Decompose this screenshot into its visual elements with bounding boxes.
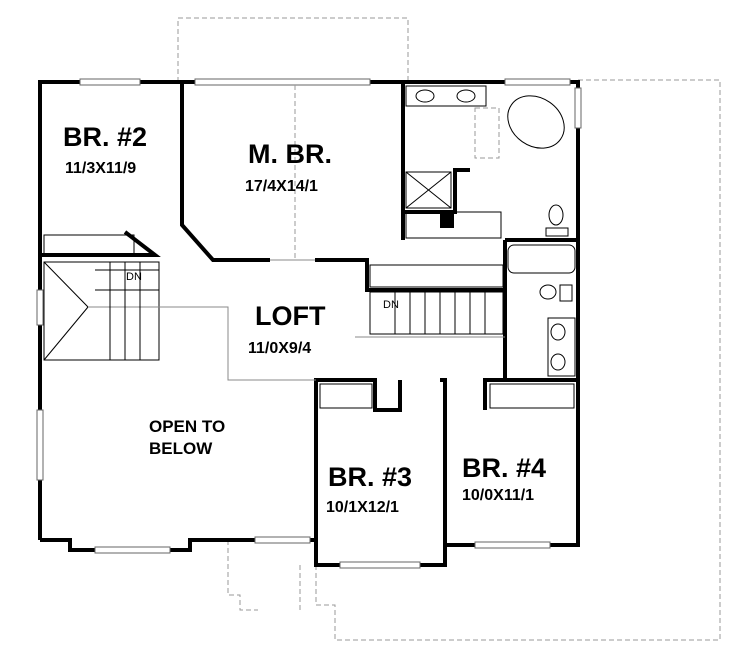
room-name-br2: BR. #2 — [63, 122, 147, 152]
room-name-br4: BR. #4 — [462, 453, 546, 483]
room-name-loft: LOFT — [255, 301, 326, 331]
interior-walls — [40, 82, 578, 565]
room-size-loft: 11/0X9/4 — [248, 340, 311, 357]
stair-left-dn-label: DN — [126, 271, 142, 283]
stair-left — [43, 261, 316, 381]
room-name-mbr: M. BR. — [248, 139, 332, 169]
dashed-outlines — [177, 17, 721, 641]
room-size-br2: 11/3X11/9 — [65, 160, 136, 177]
open-to-below-line1: OPEN TO — [149, 417, 225, 436]
closets — [43, 211, 575, 409]
chimney-icon — [440, 212, 454, 228]
windows — [36, 78, 582, 569]
room-size-br4: 10/0X11/1 — [462, 487, 534, 504]
bath-fixtures — [405, 85, 576, 377]
room-size-br3: 10/1X12/1 — [326, 499, 399, 516]
room-size-mbr: 17/4X14/1 — [245, 178, 318, 195]
room-name-br3: BR. #3 — [328, 462, 412, 492]
stair-right-dn-label: DN — [383, 299, 399, 311]
stair-right — [355, 291, 505, 338]
open-to-below-line2: BELOW — [149, 439, 213, 458]
